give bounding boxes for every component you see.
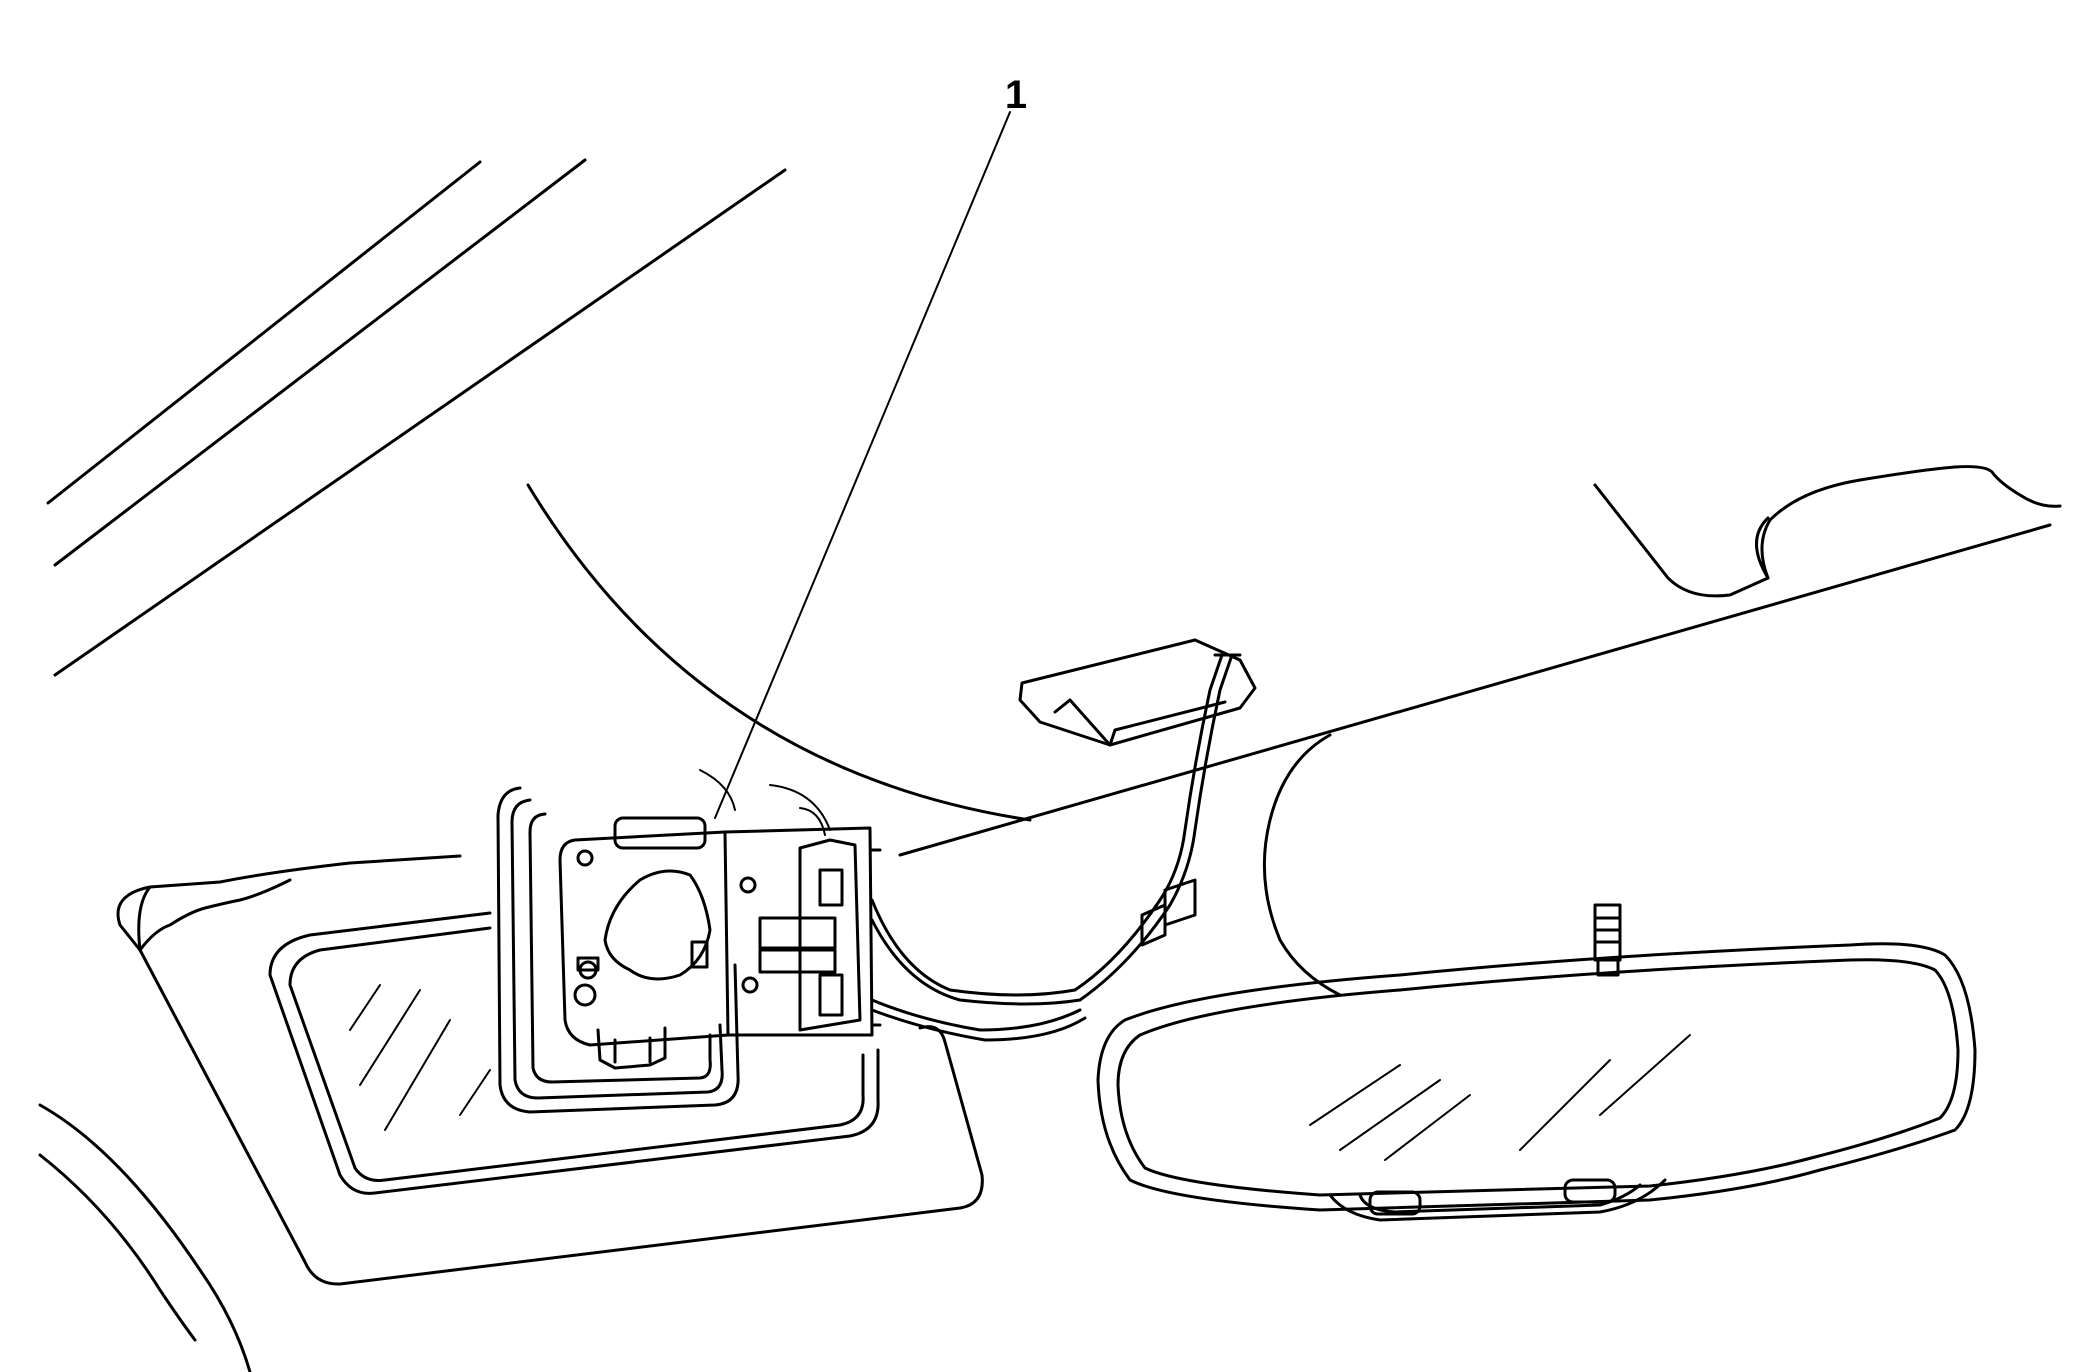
- headliner-edge: [898, 465, 2062, 857]
- switch-bezel: [496, 769, 831, 1114]
- upper-connector: [1018, 638, 1257, 747]
- sun-visor: [38, 854, 984, 1372]
- windshield-edge-arc: [526, 483, 1032, 822]
- switch-module: [558, 816, 882, 1070]
- mirror-cable: [1262, 733, 1342, 997]
- rearview-mirror: [1096, 903, 1977, 1222]
- windshield-pillar-lines: [46, 158, 787, 677]
- callout-leader-line: [714, 111, 1011, 819]
- wire-harness: [870, 653, 1242, 1042]
- callout-1: 1: [714, 73, 1027, 819]
- callout-label: 1: [1005, 73, 1027, 117]
